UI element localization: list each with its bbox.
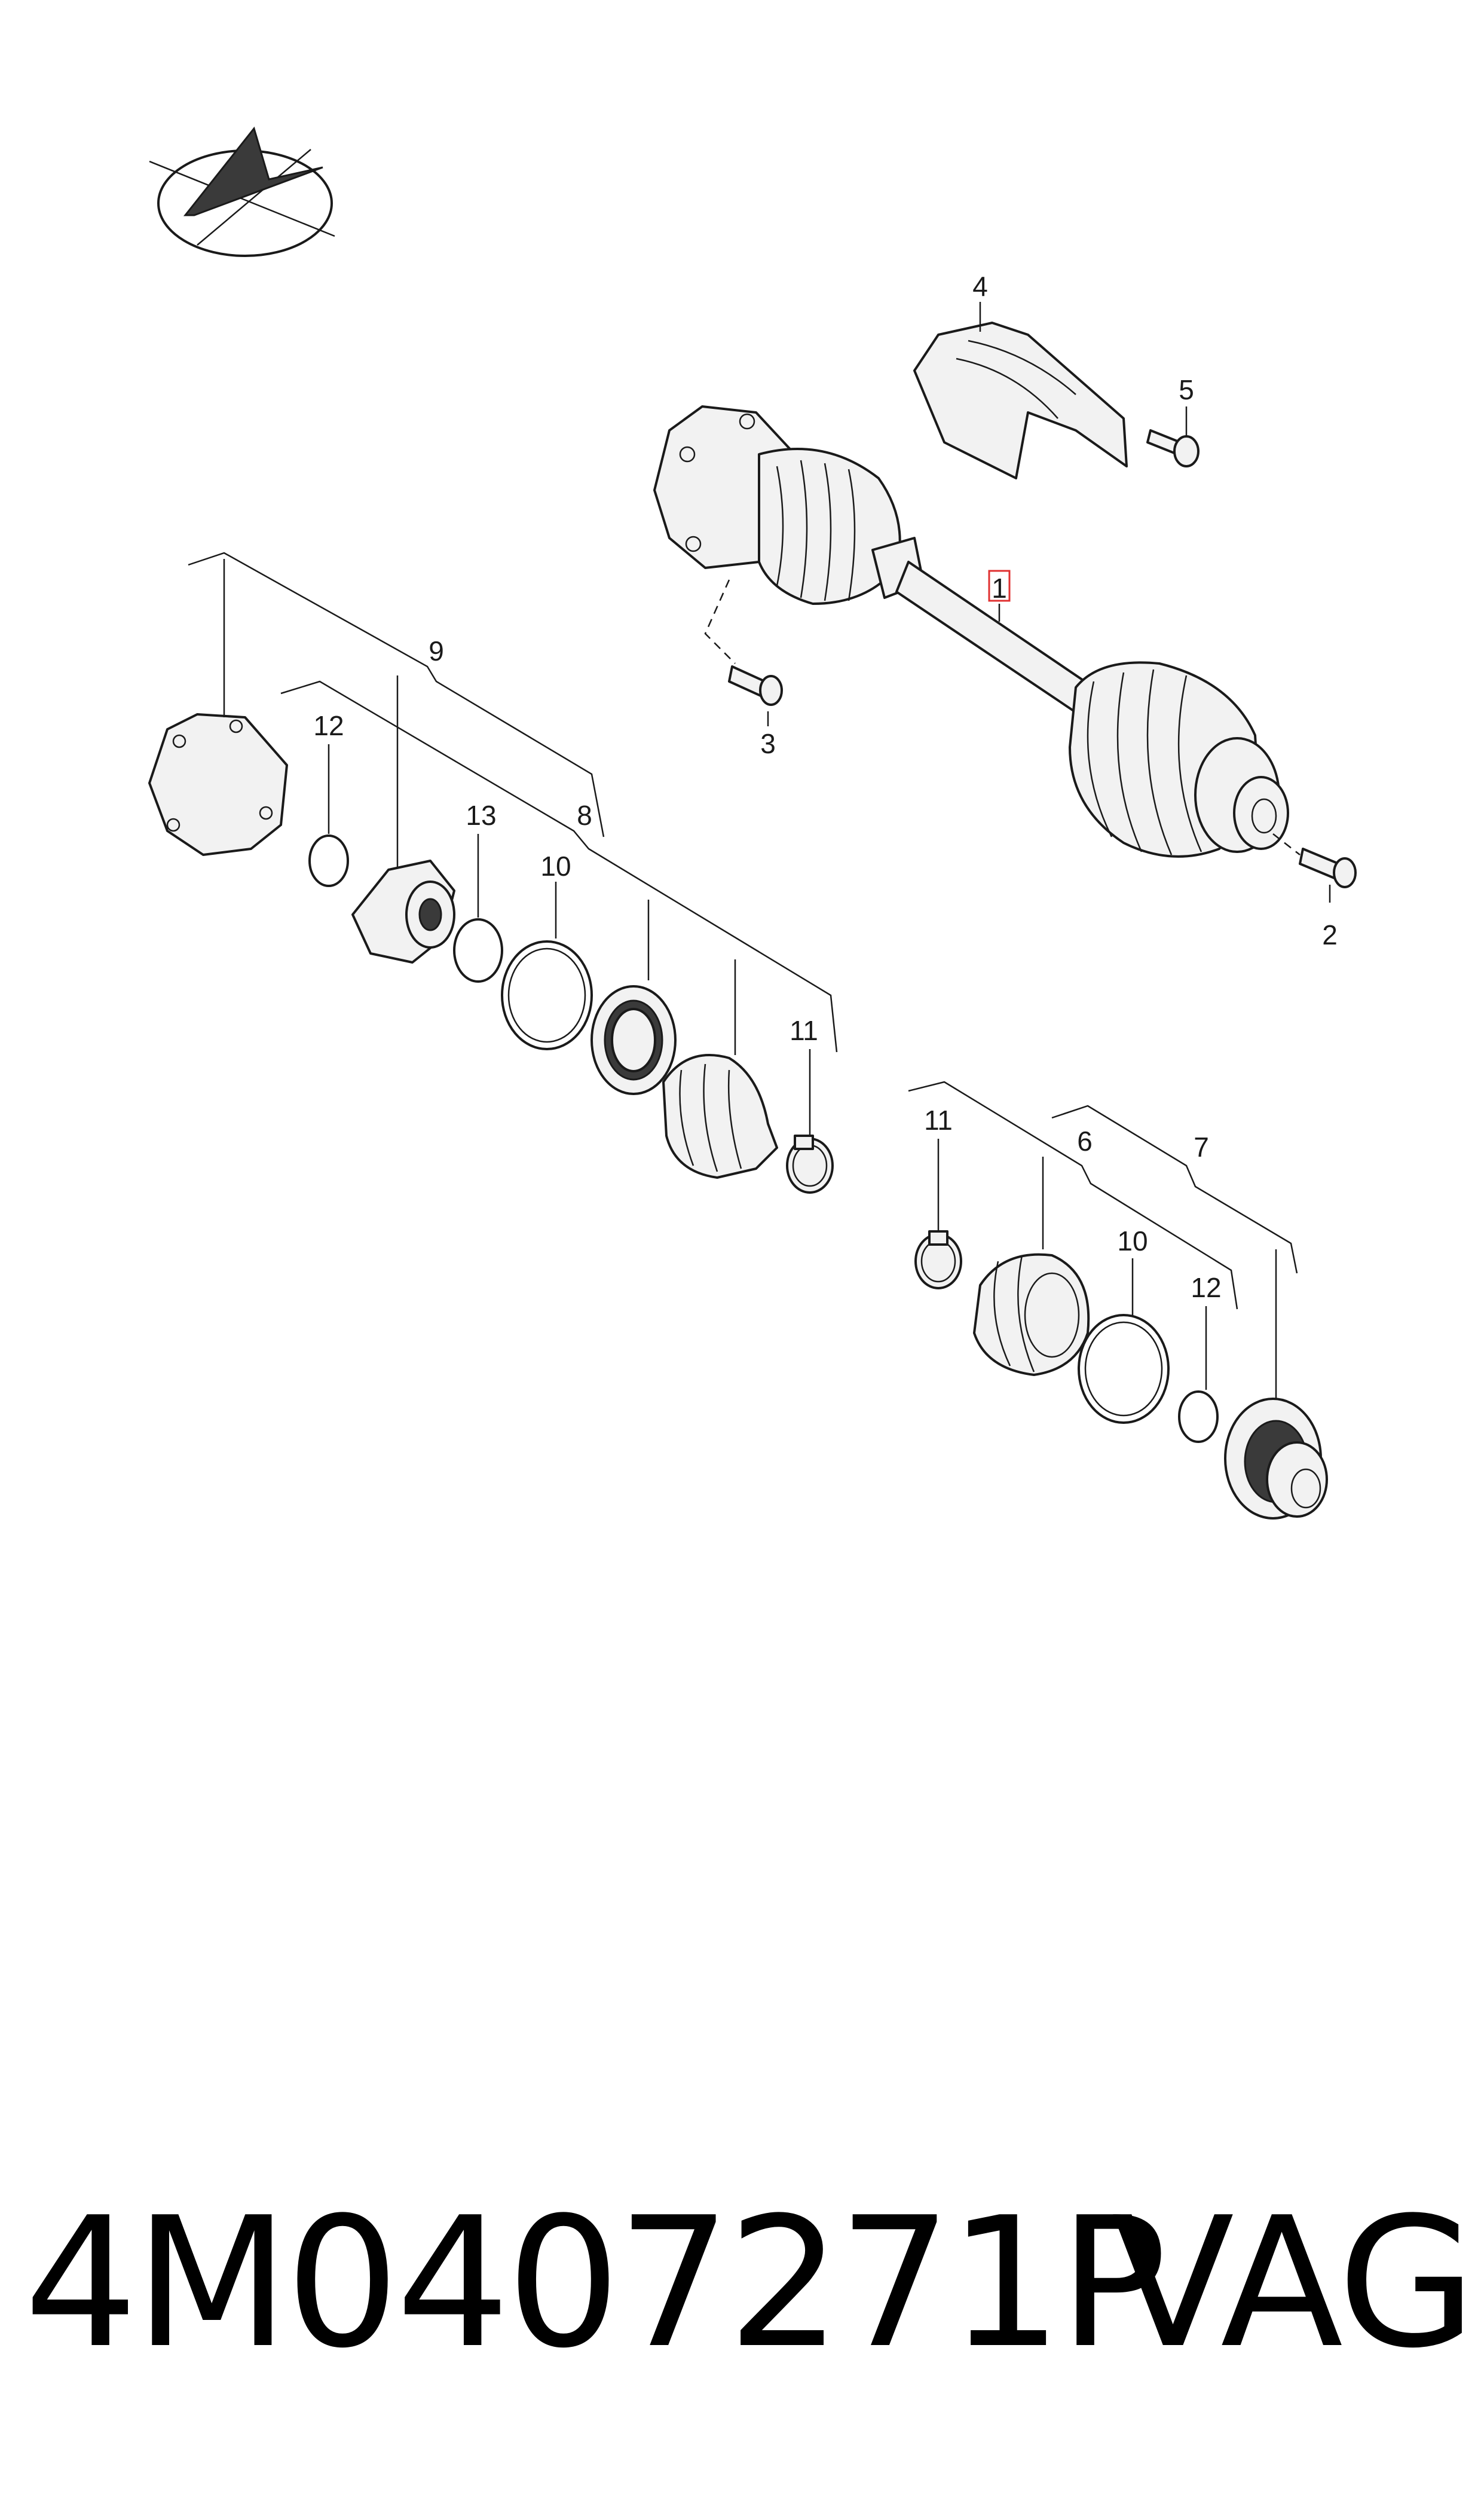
hose-clamp-10-right [1078,1314,1170,1424]
bolt-5 [1146,429,1200,467]
callout-1[interactable]: 1 [992,573,1007,604]
callout-9[interactable]: 9 [429,635,444,667]
callout-11-left[interactable]: 11 [790,1015,818,1046]
callout-10-left[interactable]: 10 [540,851,571,882]
callout-12-left[interactable]: 12 [313,710,344,741]
callout-2[interactable]: 2 [1322,919,1338,950]
leader-lines [188,302,1331,1399]
circlip-12-left [308,834,349,887]
circlip-13 [453,918,503,983]
callout-4[interactable]: 4 [972,271,988,302]
inner-boot-8 [662,1054,778,1179]
hose-clamp-11-right [914,1230,962,1289]
tripod-spider [351,860,455,964]
callout-6[interactable]: 6 [1077,1126,1093,1157]
diagram-canvas: 1 2 3 4 5 6 7 8 9 10 10 11 11 12 12 13 [148,126,1357,1520]
callout-10-right[interactable]: 10 [1117,1225,1148,1257]
hose-clamp-10-left [501,940,593,1050]
bolt-2 [1272,833,1357,888]
callout-5[interactable]: 5 [1179,374,1194,405]
callout-3[interactable]: 3 [760,728,776,759]
drive-shaft-assembly [653,405,1289,858]
bolt-3 [704,579,783,706]
callout-13[interactable]: 13 [466,800,496,831]
heat-shield [913,322,1128,479]
direction-indicator-icon [149,126,335,257]
part-number-label: 4M0407271P [24,2179,1167,2387]
callout-7[interactable]: 7 [1194,1132,1209,1163]
callout-11-right[interactable]: 11 [924,1105,953,1136]
circlip-12-right [1178,1390,1219,1443]
boot-adapter [590,985,677,1095]
callout-labels: 1 2 3 4 5 6 7 8 9 10 10 11 11 12 12 13 [313,271,1337,1303]
hose-clamp-11-left [786,1135,834,1194]
callout-1-highlight [988,570,1011,602]
brand-label: VAG [1112,2179,1476,2387]
inner-joint-housing [148,713,288,856]
callout-8[interactable]: 8 [577,800,592,831]
outer-boot-6 [973,1253,1090,1376]
outer-cv-joint-7 [1224,1398,1328,1520]
callout-12-right[interactable]: 12 [1191,1272,1221,1303]
